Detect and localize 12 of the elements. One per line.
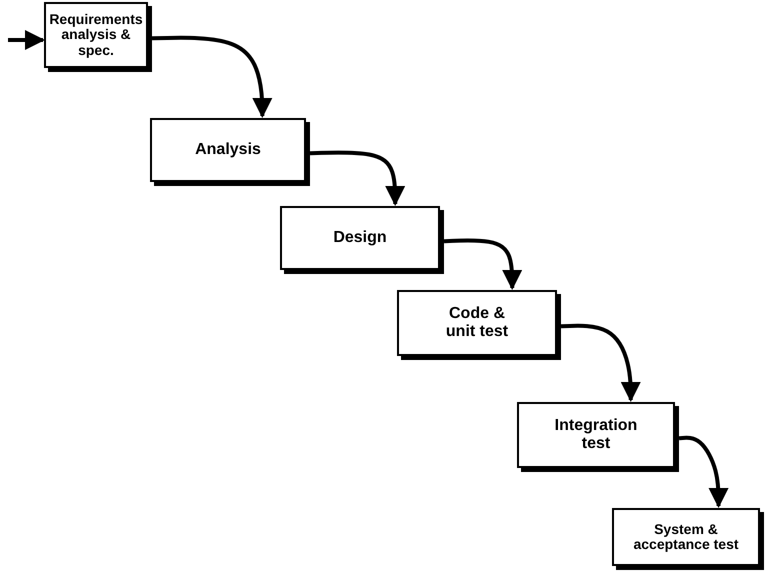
step-label: Code & unit test xyxy=(444,305,510,341)
arrow xyxy=(310,150,406,206)
arrow xyxy=(444,238,522,290)
step-label: System & acceptance test xyxy=(632,522,740,552)
arrow xyxy=(678,436,729,508)
step-label: Integration test xyxy=(554,417,638,453)
arrow xyxy=(152,36,272,118)
step-label: Analysis xyxy=(195,141,261,159)
arrow xyxy=(8,30,45,50)
step-label: Requirements analysis & spec. xyxy=(48,12,144,58)
arrow xyxy=(560,324,641,402)
step-label: Design xyxy=(333,229,387,247)
